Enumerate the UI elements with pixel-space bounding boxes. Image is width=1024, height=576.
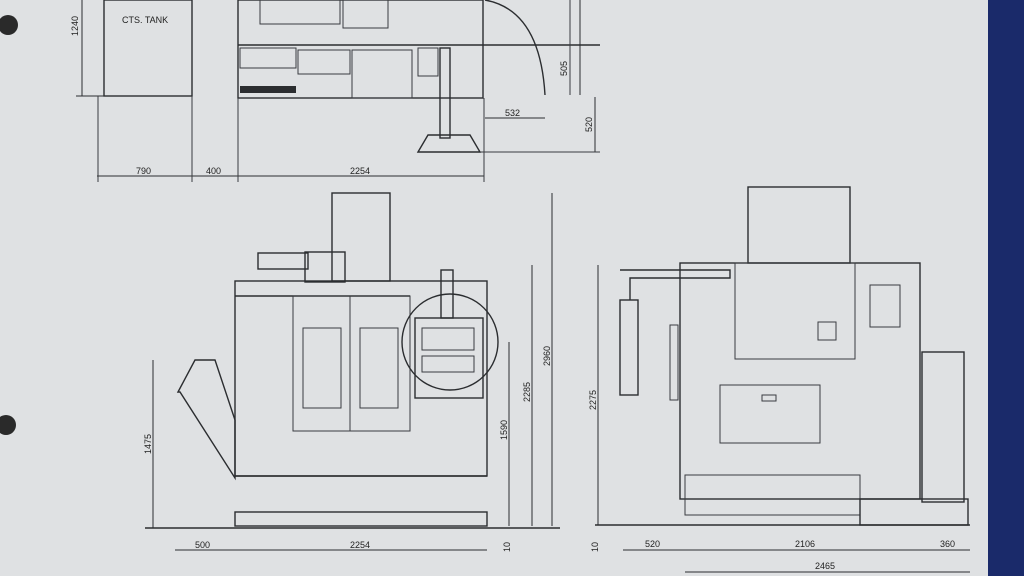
dim-conveyor-height: 1475 bbox=[143, 434, 153, 454]
dim-machine-width-top: 2254 bbox=[350, 166, 370, 176]
front-view: 1475 2960 2285 1590 10 500 2254 bbox=[143, 192, 560, 552]
dim-left-width: 520 bbox=[645, 539, 660, 549]
dim-machine-width-front: 2254 bbox=[350, 540, 370, 550]
dim-tank-height: 1240 bbox=[70, 16, 80, 36]
dim-body-width: 2106 bbox=[795, 539, 815, 549]
dim-door-swing: 505 bbox=[559, 61, 569, 76]
dim-arm-offset: 532 bbox=[505, 108, 520, 118]
dim-floor-clearance-front: 10 bbox=[502, 542, 512, 552]
dim-panel-depth: 520 bbox=[584, 117, 594, 132]
dim-table-height: 1590 bbox=[499, 420, 509, 440]
dim-right-width: 360 bbox=[940, 539, 955, 549]
binder-ring-top bbox=[0, 15, 18, 35]
dim-total-width: 2465 bbox=[815, 561, 835, 571]
binder-ring-bottom bbox=[0, 415, 16, 435]
dim-side-height: 2275 bbox=[588, 390, 598, 410]
dim-total-height: 2960 bbox=[542, 346, 552, 366]
side-view: 2275 10 520 2106 360 2465 bbox=[588, 186, 970, 573]
paper-sheet bbox=[0, 0, 990, 576]
dim-floor-clearance-side: 10 bbox=[590, 542, 600, 552]
dim-gap: 400 bbox=[206, 166, 221, 176]
binder-cover-edge bbox=[988, 0, 1024, 576]
dim-conveyor-width: 500 bbox=[195, 540, 210, 550]
chip-conveyor bbox=[176, 359, 236, 481]
dim-tank-width: 790 bbox=[136, 166, 151, 176]
dim-arm-height: 2285 bbox=[522, 382, 532, 402]
operator-arm bbox=[439, 47, 451, 139]
coolant-tank bbox=[103, 0, 193, 97]
tank-label: CTS. TANK bbox=[122, 15, 168, 25]
top-view: CTS. TANK 1240 532 505 520 790 400 2254 bbox=[70, 0, 600, 182]
